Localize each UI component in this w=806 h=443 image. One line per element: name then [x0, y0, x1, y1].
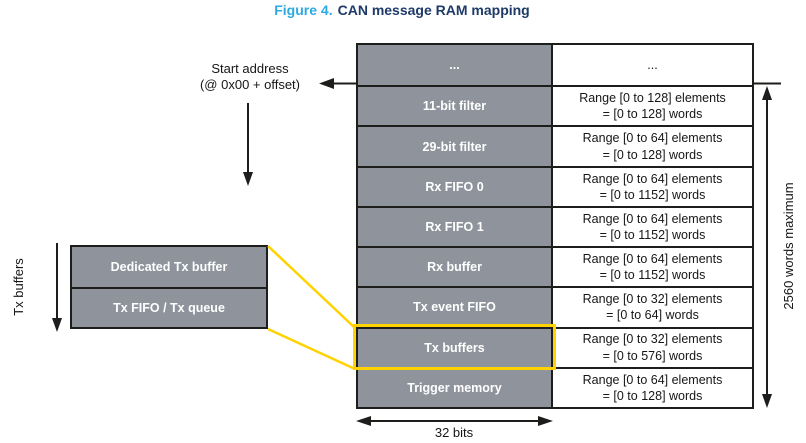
table-row: Rx FIFO 0 Range [0 to 64] elements = [0 … [358, 165, 752, 206]
start-address-line2: (@ 0x00 + offset) [199, 76, 301, 92]
tx-buffers-down-arrow-icon [52, 243, 62, 332]
section-cell: Rx buffer [358, 248, 553, 287]
section-cell: Rx FIFO 1 [358, 207, 553, 247]
tx-buffers-box: Dedicated Tx buffer Tx FIFO / Tx queue [70, 245, 268, 329]
ram-mapping-table: ... ... 11-bit filter Range [0 to 128] e… [356, 43, 754, 409]
table-row: 11-bit filter Range [0 to 128] elements … [358, 85, 752, 126]
range-cell: Range [0 to 64] elements = [0 to 128] wo… [553, 368, 752, 407]
section-cell: Tx buffers [358, 328, 553, 367]
start-address-line1: Start address [211, 61, 289, 76]
table-row: Rx buffer Range [0 to 64] elements = [0 … [358, 246, 752, 287]
range-cell: Range [0 to 128] elements = [0 to 128] w… [553, 87, 752, 126]
table-row: 29-bit filter Range [0 to 64] elements =… [358, 125, 752, 166]
tx-box-row-fifo-queue: Tx FIFO / Tx queue [72, 287, 266, 327]
table-row: Trigger memory Range [0 to 64] elements … [358, 366, 752, 407]
figure-number: Figure 4. [274, 2, 333, 18]
range-cell: Range [0 to 64] elements = [0 to 1152] w… [553, 207, 752, 247]
range-cell: Range [0 to 32] elements = [0 to 64] wor… [553, 288, 752, 327]
tx-buffers-side-label: Tx buffers [11, 258, 26, 316]
tx-buffers-connector-lines [267, 245, 356, 371]
section-cell: Rx FIFO 0 [358, 167, 553, 206]
tx-box-row-dedicated: Dedicated Tx buffer [72, 247, 266, 287]
table-row: Tx event FIFO Range [0 to 32] elements =… [358, 286, 752, 327]
max-words-measure-arrow-icon [754, 82, 781, 408]
section-cell: ... [358, 45, 553, 86]
start-address-label: Start address (@ 0x00 + offset) [168, 61, 332, 93]
table-row-tx-buffers: Tx buffers Range [0 to 32] elements = [0… [358, 326, 752, 367]
figure-title: CAN message RAM mapping [337, 2, 530, 18]
range-cell: ... [553, 45, 752, 86]
range-cell: Range [0 to 64] elements = [0 to 1152] w… [553, 167, 752, 206]
section-cell: Trigger memory [358, 368, 553, 407]
range-cell: Range [0 to 32] elements = [0 to 576] wo… [553, 328, 752, 367]
table-row: ... ... [358, 45, 752, 86]
figure-caption: Figure 4.CAN message RAM mapping [0, 2, 804, 18]
max-words-label: 2560 words maximum [781, 182, 796, 310]
bits-width-label: 32 bits [434, 425, 474, 440]
offset-down-arrow-icon [243, 103, 253, 186]
section-cell: 29-bit filter [358, 127, 553, 166]
range-cell: Range [0 to 64] elements = [0 to 1152] w… [553, 248, 752, 287]
section-cell: Tx event FIFO [358, 288, 553, 327]
range-cell: Range [0 to 64] elements = [0 to 128] wo… [553, 127, 752, 166]
table-row: Rx FIFO 1 Range [0 to 64] elements = [0 … [358, 205, 752, 247]
section-cell: 11-bit filter [358, 87, 553, 126]
